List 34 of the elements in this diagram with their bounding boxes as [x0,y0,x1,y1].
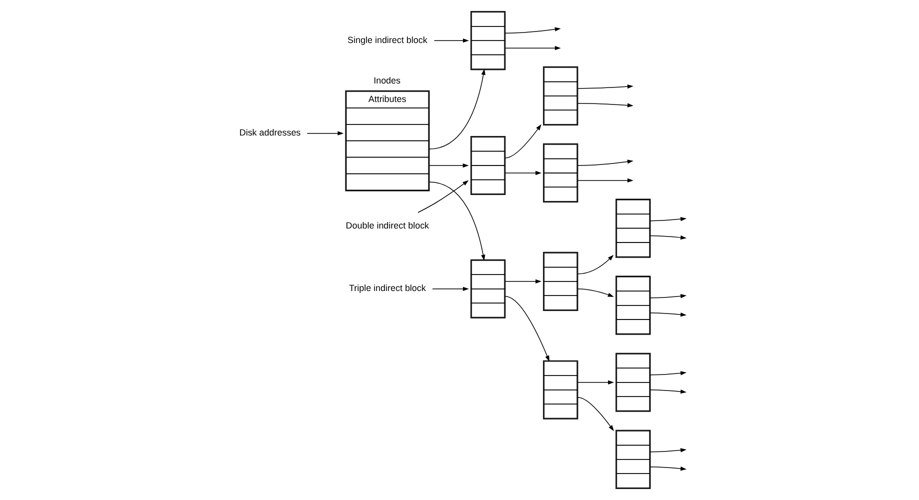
arrow [504,170,542,176]
arrow [504,46,561,50]
arrow [650,389,687,394]
arrow [432,286,469,291]
arrow [428,68,486,150]
arrow [577,380,614,384]
arrow [577,288,614,297]
arrow [428,163,469,168]
node-text: Single indirect block [348,34,428,45]
arrow [418,180,469,213]
arrow [504,279,542,284]
arrow [577,254,614,274]
arrow [650,217,687,222]
arrow [650,312,687,317]
arrow [428,182,486,261]
arrow [650,371,687,376]
node-text: Double indirect block [346,220,430,230]
arrow [650,294,687,298]
arrow [577,178,634,183]
arrow [434,38,469,43]
arrow [577,84,634,89]
arrow [577,396,614,432]
node-label: Inodes [374,76,401,86]
node-text: Disk addresses [239,128,301,138]
arrow [577,103,634,108]
arrow [306,131,344,136]
arrow [650,235,687,240]
arrow [504,27,561,34]
arrow [650,466,687,471]
arrow [650,448,687,452]
arrow [504,124,542,158]
arrow [577,160,634,166]
node-text: Triple indirect block [348,283,426,294]
arrow [504,296,550,362]
